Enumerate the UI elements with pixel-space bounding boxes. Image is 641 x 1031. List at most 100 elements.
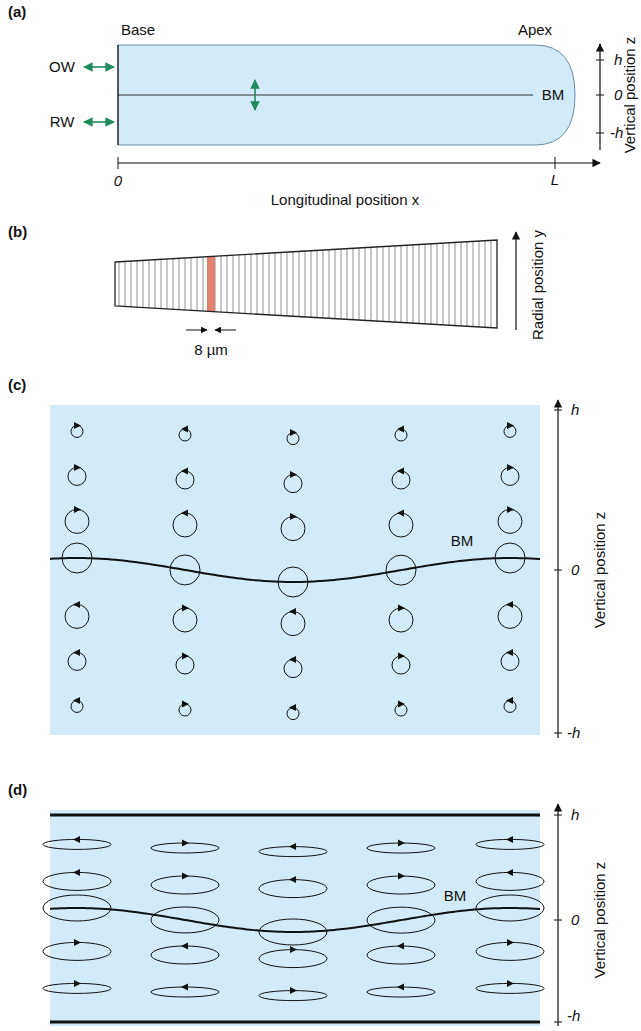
drawing-stroke (233, 255, 234, 313)
drawing-stroke (257, 254, 258, 314)
drawing-stroke (289, 656, 296, 663)
drawing-stroke (281, 252, 282, 315)
drawing-stroke (74, 422, 81, 429)
drawing-stroke (176, 656, 194, 674)
drawing-stroke (437, 243, 438, 324)
drawing-stroke (50, 405, 540, 735)
drawing-stroke (311, 251, 312, 318)
drawing-stroke (118, 45, 575, 145)
drawing-stroke (290, 987, 297, 994)
drawing-stroke (284, 660, 302, 678)
drawing-stroke (501, 467, 519, 485)
drawing-stroke (181, 467, 188, 474)
drawing-stroke (371, 247, 372, 320)
drawing-stroke (506, 649, 513, 656)
drawing-stroke (554, 410, 562, 411)
drawing-stroke (287, 252, 288, 316)
drawing-stroke (186, 330, 207, 331)
drawing-stroke (335, 249, 336, 318)
drawing-stroke (341, 249, 342, 319)
drawing-stroke (73, 601, 80, 608)
drawing-stroke (50, 908, 540, 932)
drawing-stroke (182, 700, 189, 707)
drawing-stroke (557, 400, 558, 738)
dimension-label: 8 µm (194, 342, 228, 359)
drawing-stroke (479, 241, 480, 327)
panel-letter: (c) (8, 377, 26, 394)
drawing-stroke (554, 570, 562, 571)
membrane-label: BM (449, 533, 476, 550)
drawing-stroke (289, 876, 296, 883)
drawing-stroke (181, 942, 188, 949)
drawing-stroke (443, 243, 444, 325)
drawing-stroke (289, 843, 296, 850)
drawing-stroke (43, 836, 544, 1001)
drawing-stroke (151, 876, 219, 894)
drawing-stroke (473, 241, 474, 326)
drawing-stroke (398, 653, 405, 660)
panel-letter: (a) (8, 4, 26, 21)
drawing-stroke (203, 257, 204, 311)
drawing-stroke (197, 257, 198, 310)
drawing-stroke (413, 245, 414, 323)
axis-tick: h (571, 402, 579, 419)
drawing-stroke (289, 608, 296, 615)
drawing-stroke (317, 250, 318, 317)
axis-title: Vertical position z (592, 862, 609, 979)
drawing-stroke (398, 873, 405, 880)
drawing-stroke (485, 241, 486, 328)
drawing-stroke (554, 733, 562, 734)
drawing-stroke (118, 157, 119, 169)
drawing-stroke (281, 612, 305, 636)
drawing-stroke (289, 704, 296, 711)
drawing-stroke (50, 1021, 540, 1024)
window-label: OW (49, 59, 75, 76)
drawing-stroke (137, 261, 138, 308)
drawing-stroke (407, 245, 408, 323)
drawing-stroke (269, 253, 270, 315)
drawing-stroke (389, 513, 413, 537)
drawing-stroke (43, 872, 111, 890)
drawing-stroke (506, 601, 513, 608)
drawing-stroke (176, 471, 194, 489)
drawing-stroke (389, 246, 390, 322)
drawing-stroke (347, 249, 348, 320)
drawing-stroke (397, 984, 404, 991)
drawing-stroke (215, 330, 236, 331)
drawing-stroke (377, 247, 378, 321)
drawing-stroke (179, 258, 180, 309)
drawing-stroke (506, 697, 513, 704)
drawing-stroke (259, 880, 327, 898)
panel-letter: (b) (8, 224, 27, 241)
drawing-stroke (221, 256, 222, 312)
drawing-stroke (50, 558, 540, 582)
drawing-stroke (507, 506, 514, 513)
drawing-stroke (173, 259, 174, 310)
axis-title: Longitudinal position x (271, 192, 419, 209)
drawing-stroke (293, 252, 294, 317)
drawing-stroke (125, 261, 126, 306)
drawing-stroke (353, 248, 354, 319)
drawing-stroke (275, 253, 276, 315)
drawing-stroke (476, 942, 544, 960)
drawing-stroke (398, 840, 405, 847)
drawing-stroke (227, 256, 228, 313)
axis-title: Vertical position z (622, 37, 639, 154)
drawing-stroke (182, 652, 189, 659)
drawing-stroke (173, 513, 197, 537)
membrane-label: BM (540, 87, 567, 104)
drawing-stroke (74, 464, 81, 471)
drawing-stroke (284, 475, 302, 493)
axis-tick: -h (567, 1008, 580, 1025)
drawing-stroke (181, 509, 188, 516)
drawing-stroke (74, 980, 81, 987)
drawing-stroke (245, 255, 246, 314)
axis-title: Radial position y (530, 230, 547, 340)
drawing-stroke (131, 261, 132, 307)
drawing-stroke (239, 255, 240, 313)
drawing-stroke (259, 950, 327, 968)
drawing-stroke (397, 943, 404, 950)
drawing-stroke (323, 250, 324, 318)
drawing-stroke (596, 133, 604, 134)
